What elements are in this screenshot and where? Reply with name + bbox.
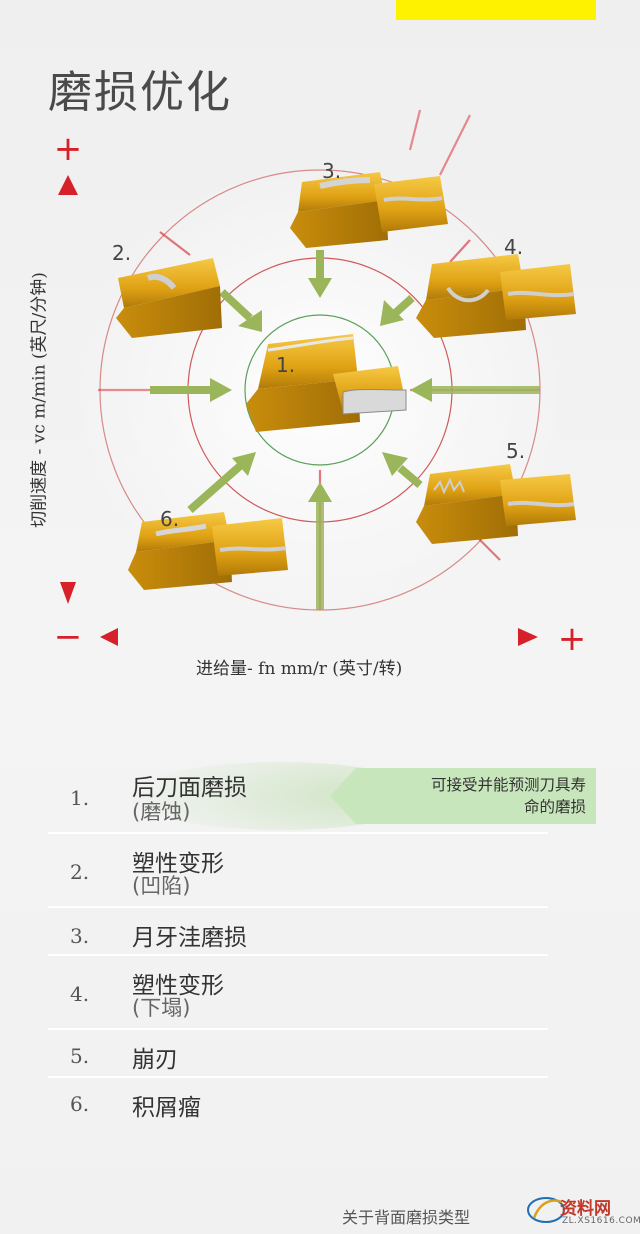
diagram-label-4: 4. <box>504 235 523 259</box>
callout-text: 可接受并能预测刀具寿 命的磨损 <box>364 774 586 818</box>
insert-2 <box>116 258 222 338</box>
y-axis-label: 切削速度 - vc m/min (英尺/分钟) <box>29 272 50 528</box>
list-item-sub: (凹陷) <box>132 874 191 898</box>
list-item-name: 积屑瘤 <box>132 1095 201 1121</box>
list-item-name: 崩刃 <box>132 1047 178 1073</box>
list-item-name: 塑性变形 <box>132 851 224 877</box>
callout-line-1: 可接受并能预测刀具寿 <box>430 776 586 794</box>
list-item: 3. 月牙洼磨损 <box>48 908 548 956</box>
page-title: 磨损优化 <box>48 67 232 118</box>
insert-1 <box>246 334 407 432</box>
watermark-logo <box>527 1197 565 1223</box>
insert-4 <box>416 254 576 338</box>
list-item-number: 6. <box>70 1092 90 1116</box>
watermark-name: 资料网 <box>560 1199 611 1219</box>
y-axis-plus: + <box>54 129 83 169</box>
origin-minus: − <box>54 617 83 657</box>
insert-5 <box>416 464 576 544</box>
list-item: 1. 后刀面磨损 (磨蚀) <box>48 760 548 834</box>
x-axis: − + <box>54 617 587 659</box>
list-item-number: 2. <box>70 860 90 884</box>
wear-diagram: + − + <box>54 109 587 659</box>
list-item-number: 1. <box>70 786 90 810</box>
list-item-name: 后刀面磨损 <box>132 775 247 801</box>
callout-box <box>130 762 596 830</box>
insert-6 <box>128 512 288 590</box>
footer-caption: 关于背面磨损类型 <box>342 1208 471 1227</box>
list-item: 4. 塑性变形 (下塌) <box>48 956 548 1030</box>
list-item-name: 塑性变形 <box>132 973 224 999</box>
callout-line-2: 命的磨损 <box>523 798 586 816</box>
y-axis: + <box>54 129 83 604</box>
x-axis-label: 进给量- fn mm/r (英寸/转) <box>196 659 403 679</box>
list-item: 2. 塑性变形 (凹陷) <box>48 834 548 908</box>
list-item: 5. 崩刃 <box>48 1030 548 1078</box>
diagram-label-6: 6. <box>160 507 179 531</box>
list-item: 6. 积屑瘤 <box>48 1078 548 1122</box>
diagram-label-2: 2. <box>112 241 131 265</box>
diagram-label-5: 5. <box>506 439 525 463</box>
list-item-sub: (下塌) <box>132 996 191 1020</box>
list-item-number: 4. <box>70 982 90 1006</box>
green-arrows <box>150 250 540 610</box>
diagram-label-1: 1. <box>276 353 295 377</box>
yellow-accent-bar <box>396 0 596 20</box>
x-axis-plus: + <box>558 619 587 659</box>
insert-3 <box>290 172 448 248</box>
watermark-url: ZL.XS1616.COM <box>562 1216 640 1226</box>
list-item-number: 3. <box>70 924 90 948</box>
list-item-number: 5. <box>70 1044 90 1068</box>
list-item-sub: (磨蚀) <box>132 800 191 824</box>
diagram-label-3: 3. <box>322 159 341 183</box>
list-item-name: 月牙洼磨损 <box>132 925 247 951</box>
